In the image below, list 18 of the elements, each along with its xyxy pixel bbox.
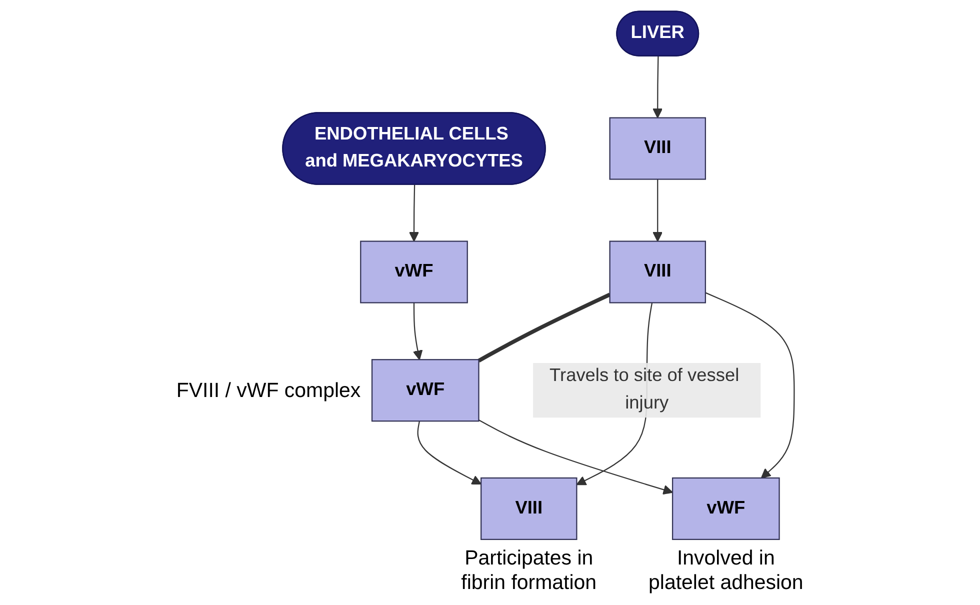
- node-box: VIII: [609, 117, 706, 180]
- edge-label: Travels to site of vessel injury: [550, 366, 740, 414]
- node-caption: FVIII / vWF complex: [176, 379, 361, 402]
- arrow: [412, 302, 423, 360]
- arrow: [417, 420, 482, 485]
- arrow: [478, 419, 674, 495]
- node-box: vWF: [372, 359, 480, 422]
- arrow: [705, 292, 795, 478]
- node-caption: Involved in platelet adhesion: [648, 546, 804, 594]
- arrow: [409, 184, 420, 242]
- node-box: vWF: [360, 240, 468, 304]
- arrow: [652, 56, 663, 118]
- node-caption: Participates in fibrin formation: [461, 546, 597, 594]
- arrow: [652, 179, 663, 242]
- node-box: vWF: [672, 477, 780, 540]
- node-box: VIII: [609, 240, 706, 304]
- node-box: VIII: [480, 477, 578, 540]
- connector: [478, 292, 611, 362]
